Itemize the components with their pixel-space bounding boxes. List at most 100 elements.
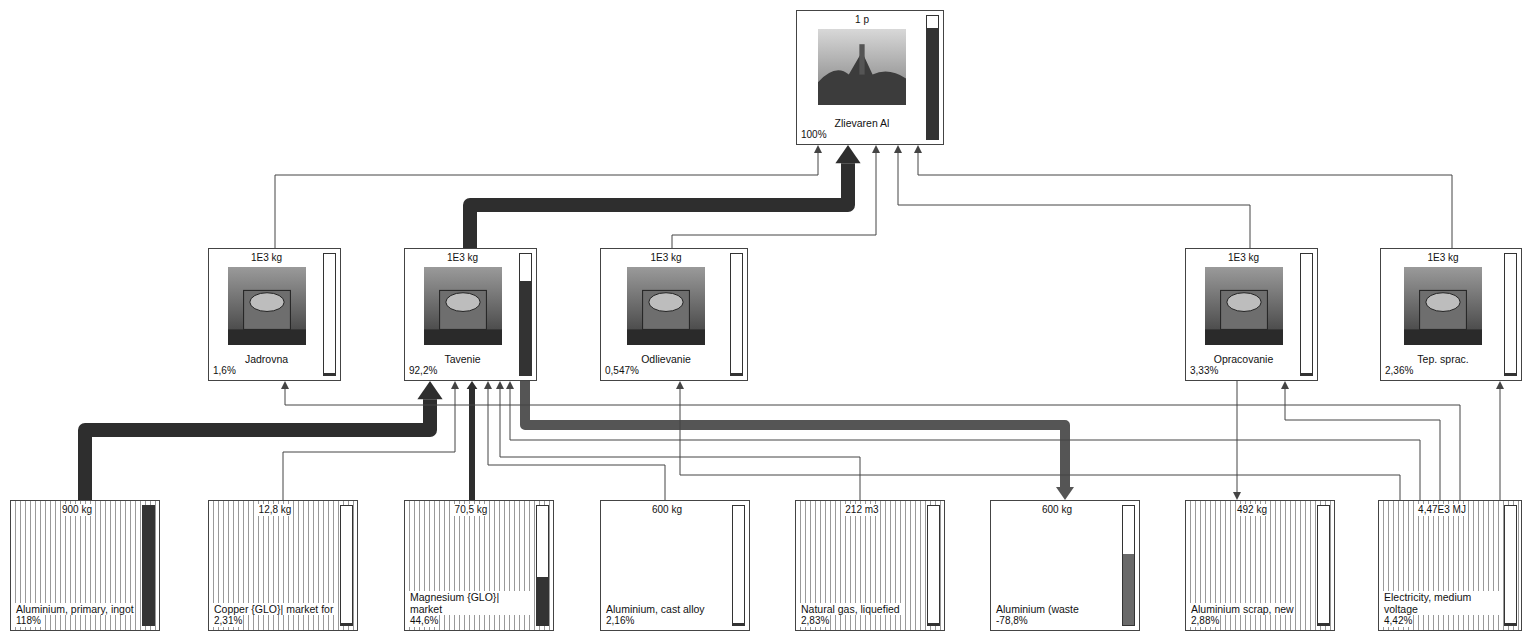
contribution-percent: 4,42% (1383, 615, 1413, 627)
process-box: 600 kgAluminium, cast alloy2,16% (600, 500, 750, 631)
contribution-percent: 0,547% (605, 365, 727, 377)
process-name: Tep. sprac. (1385, 353, 1501, 365)
flow-connector (894, 145, 1250, 248)
bar-fill (324, 373, 335, 375)
connector-line (1285, 389, 1440, 500)
connector-line (680, 389, 1400, 500)
bar-fill (537, 577, 548, 625)
arrow-head (872, 145, 880, 153)
amount-label: 1E3 kg (1385, 252, 1501, 264)
amount-label: 1 p (801, 14, 923, 26)
arrow-head (417, 381, 442, 399)
flow-connector (672, 145, 880, 248)
photo-frame (409, 264, 516, 348)
contribution-bar (340, 505, 353, 626)
process-box: 1E3 kgOpracovanie3,33% (1185, 248, 1318, 381)
connector-line (283, 389, 455, 500)
contribution-bar (732, 505, 745, 626)
contribution-percent: 118% (15, 615, 42, 627)
flow-connector (914, 145, 1452, 248)
contribution-percent: 3,33% (1190, 365, 1297, 377)
process-photo (228, 267, 306, 345)
arrow-head (506, 381, 514, 389)
contribution-bar (1122, 505, 1135, 626)
contribution-percent: 100% (801, 129, 923, 141)
amount-label: 1E3 kg (605, 252, 727, 264)
amount-label: 900 kg (61, 504, 93, 516)
contribution-percent: -78,8% (995, 615, 1029, 627)
contribution-bar (1300, 253, 1313, 376)
process-name: Natural gas, liquefied (800, 603, 901, 615)
contribution-bar (927, 505, 940, 626)
process-box: 1 p Zlievaren Al100% (796, 10, 944, 145)
bar-fill (143, 506, 154, 625)
arrow-head (496, 381, 504, 389)
amount-label: 212 m3 (844, 504, 879, 516)
bar-fill (1505, 623, 1516, 625)
bar-fill (1318, 623, 1329, 625)
process-box: 212 m3Natural gas, liquefied2,83% (795, 500, 945, 631)
connector-line (488, 389, 665, 500)
process-name: Aluminium, primary, ingot (15, 603, 135, 615)
arrow-head (1496, 381, 1504, 389)
process-box: 12,8 kgCopper {GLO}| market for2,31% (208, 500, 358, 631)
process-box: 1E3 kgJadrovna1,6% (208, 248, 341, 381)
arrow-head (914, 145, 922, 153)
contribution-percent: 2,88% (1190, 615, 1220, 627)
contribution-percent: 2,31% (213, 615, 243, 627)
amount-label: 1E3 kg (1190, 252, 1297, 264)
contribution-bar (519, 253, 532, 376)
bar-fill (1301, 373, 1312, 375)
arrow-head (835, 145, 860, 163)
process-box: 1E3 kgTep. sprac.2,36% (1380, 248, 1522, 381)
process-name: Zlievaren Al (801, 117, 923, 129)
connector-line (469, 389, 475, 500)
arrow-head (1233, 492, 1241, 500)
process-photo (1205, 267, 1283, 345)
process-name: Aluminium, cast alloy (605, 603, 706, 615)
process-box: 70,5 kg Magnesium {GLO}| market44,6% (404, 500, 554, 631)
amount-label: 600 kg (1041, 504, 1073, 516)
arrow-head (1056, 487, 1074, 500)
connector-line (510, 389, 1420, 500)
contribution-percent: 44,6% (409, 615, 439, 627)
bar-fill (1123, 554, 1134, 625)
bar-fill (520, 281, 531, 375)
process-box: 900 kg Aluminium, primary, ingot118% (10, 500, 160, 631)
process-name: Jadrovna (213, 353, 320, 365)
contribution-bar (142, 505, 155, 626)
connector-line (672, 153, 876, 248)
connector-line (918, 153, 1452, 248)
process-box: 1E3 kg Odlievanie0,547% (600, 248, 748, 381)
photo-frame (801, 26, 923, 108)
bar-fill (927, 28, 938, 139)
contribution-bar (730, 253, 743, 376)
process-box: 1E3 kgTavenie92,2% (404, 248, 537, 381)
amount-label: 4,47E3 MJ (1417, 504, 1467, 516)
connector-line (525, 381, 1065, 487)
contribution-bar (1317, 505, 1330, 626)
bar-fill (733, 623, 744, 625)
amount-label: 1E3 kg (409, 252, 516, 264)
contribution-bar (536, 505, 549, 626)
bar-fill (341, 623, 352, 625)
process-name: Magnesium {GLO}| market (409, 591, 533, 615)
arrow-head (451, 381, 459, 389)
contribution-bar (1504, 505, 1517, 626)
amount-label: 70,5 kg (454, 504, 489, 516)
process-box: 492 kgAluminium scrap, new2,88% (1185, 500, 1335, 631)
contribution-percent: 92,2% (409, 365, 516, 377)
contribution-bar (323, 253, 336, 376)
process-name: Odlievanie (605, 353, 727, 365)
connector-line (85, 399, 430, 500)
flow-connector (467, 381, 478, 500)
amount-label: 492 kg (1236, 504, 1268, 516)
flow-connector (275, 145, 822, 248)
process-name: Aluminium (waste (995, 603, 1080, 615)
photo-frame (1385, 264, 1501, 348)
photo-frame (605, 264, 727, 348)
arrow-head (814, 145, 822, 153)
connector-line (898, 153, 1250, 248)
connector-line (285, 389, 1460, 500)
